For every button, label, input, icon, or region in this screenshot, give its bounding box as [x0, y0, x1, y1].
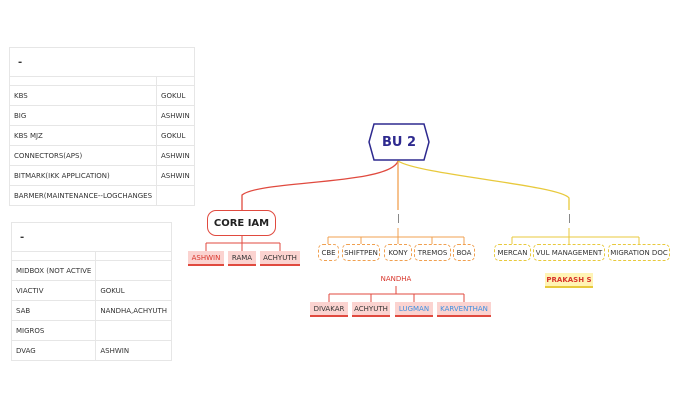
- hexagon-shape: [368, 123, 430, 161]
- table-key: BARMER(MAINTENANCE--LOGCHANGES: [8, 185, 158, 206]
- link-nandha-members: [328, 286, 465, 302]
- link-core-members: [205, 236, 281, 251]
- table-key: MIDBOX (NOT ACTIVE: [10, 260, 97, 281]
- table-value: GOKUL: [156, 125, 195, 146]
- member-node-karventhan[interactable]: KARVENTHAN: [437, 302, 491, 317]
- orange-branch-stub: [398, 214, 399, 223]
- table-value: NANDHA,ACHYUTH: [95, 300, 173, 321]
- table-key: SAB: [10, 300, 97, 321]
- table-row: MIGROS: [10, 320, 173, 341]
- table-row: BITMARK(IKK APPLICATION)ASHWIN: [8, 165, 195, 186]
- link-yellow-apps: [511, 228, 640, 244]
- app-node-mercan[interactable]: MERCAN: [494, 244, 531, 261]
- member-node-achyuth[interactable]: ACHYUTH: [260, 251, 300, 266]
- table-value: [95, 320, 173, 341]
- table-key: DVAG: [10, 340, 97, 361]
- table-key: CONNECTORS(APS): [8, 145, 158, 166]
- table-value: ASHWIN: [95, 340, 173, 361]
- app-node-migration-doc[interactable]: MIGRATION DOC: [608, 244, 670, 261]
- owner-node-nandha[interactable]: NANDHA: [380, 275, 412, 283]
- root-node-bu2[interactable]: BU 2: [368, 123, 430, 161]
- table-value: GOKUL: [95, 280, 173, 301]
- owner-node-prakash-s[interactable]: PRAKASH S: [545, 273, 593, 288]
- table-key: BITMARK(IKK APPLICATION): [8, 165, 158, 186]
- table-key: VIACTIV: [10, 280, 97, 301]
- member-node-divakar[interactable]: DIVAKAR: [310, 302, 348, 317]
- member-node-ashwin[interactable]: ASHWIN: [188, 251, 224, 266]
- member-node-lugman[interactable]: LUGMAN: [395, 302, 433, 317]
- table-row: MIDBOX (NOT ACTIVE: [10, 260, 173, 281]
- core-iam-node[interactable]: CORE IAM: [207, 210, 276, 236]
- app-node-vul-management[interactable]: VUL MANAGEMENT: [533, 244, 605, 261]
- app-node-shiftpen[interactable]: SHIFTPEN: [342, 244, 380, 261]
- app-node-kony[interactable]: KONY: [384, 244, 412, 261]
- table-value: ASHWIN: [156, 145, 195, 166]
- app-node-boa[interactable]: BOA: [453, 244, 475, 261]
- table-value: [95, 260, 173, 281]
- app-node-tremos[interactable]: TREMOS: [414, 244, 451, 261]
- table-row: CONNECTORS(APS)ASHWIN: [8, 145, 195, 166]
- yellow-branch-stub: [569, 214, 570, 223]
- root-node-label: BU 2: [381, 134, 417, 150]
- table-1-title: -: [9, 47, 195, 77]
- table-value: GOKUL: [156, 85, 195, 106]
- table-value: ASHWIN: [156, 105, 195, 126]
- core-iam-label: CORE IAM: [213, 217, 270, 229]
- table-row: BARMER(MAINTENANCE--LOGCHANGES: [8, 185, 195, 206]
- app-node-cbe[interactable]: CBE: [318, 244, 339, 261]
- link-bu2-core-iam: [241, 160, 399, 210]
- table-key: KBS MJZ: [8, 125, 158, 146]
- table-2-title: -: [10, 222, 173, 252]
- table-key: MIGROS: [10, 320, 97, 341]
- member-node-rama[interactable]: RAMA: [228, 251, 256, 266]
- table-value: [156, 185, 195, 206]
- member-node-achyuth-2[interactable]: ACHYUTH: [352, 302, 390, 317]
- table-key: BIG: [8, 105, 158, 126]
- link-bu2-yellow: [397, 160, 570, 210]
- table-value: ASHWIN: [156, 165, 195, 186]
- table-key: KBS: [8, 85, 158, 106]
- link-orange-apps: [327, 228, 465, 244]
